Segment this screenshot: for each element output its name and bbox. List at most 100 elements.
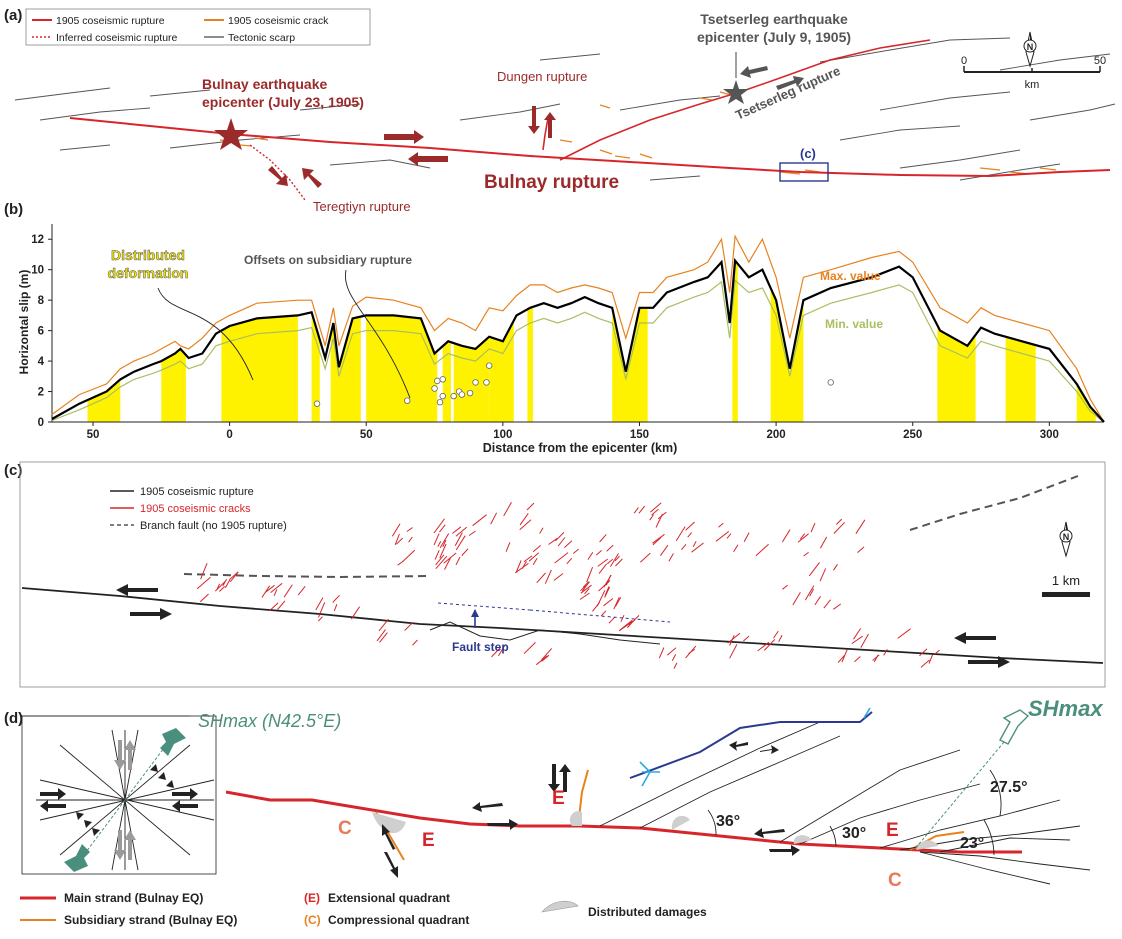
crack-segment — [659, 544, 669, 556]
chart-ylabel: Horizontal slip (m) — [17, 270, 31, 375]
crack-segment — [402, 549, 416, 563]
quadrant-c-1: C — [338, 818, 352, 839]
crack-segment — [729, 644, 738, 659]
crack-segment — [727, 632, 741, 644]
crack-segment — [620, 619, 636, 631]
crack-segment — [715, 531, 730, 542]
crack-segment — [650, 502, 662, 513]
legend-damage-swatch — [541, 900, 579, 913]
annotation-offsets: Offsets on subsidiary rupture — [244, 253, 412, 267]
crack-segment — [803, 551, 809, 557]
distributed-zone — [1022, 341, 1036, 422]
annotation-distributed-1: Distributed — [111, 247, 185, 263]
crack-segment — [333, 604, 338, 611]
subsidiary-point — [485, 362, 493, 369]
crack-segment — [606, 558, 614, 565]
crack-segment — [587, 552, 594, 560]
angle-arcs — [707, 769, 1002, 856]
tsetserleg-rupture-line — [559, 39, 931, 161]
crack-segment — [613, 597, 620, 610]
crack-segment — [541, 648, 553, 661]
distributed-zone — [221, 315, 298, 422]
panel-label-c: (c) — [4, 462, 22, 479]
x-tick-label: 200 — [767, 429, 786, 441]
crack-segment — [200, 563, 208, 580]
y-tick-label: 8 — [38, 295, 45, 307]
crack-segment — [833, 521, 846, 534]
crack-segment — [515, 560, 522, 573]
annotation-max: Max. value — [820, 269, 881, 283]
crack-segment — [497, 643, 506, 657]
scale-start: 0 — [961, 55, 967, 67]
crack-segment — [523, 555, 533, 563]
series-line-1 — [51, 257, 1105, 423]
crack-segment — [609, 553, 619, 567]
crack-segment — [792, 592, 801, 606]
annotation-distributed-2: deformation — [108, 265, 189, 281]
crack-segment — [688, 648, 695, 655]
crack-segment — [379, 632, 388, 643]
angle-30: 30° — [842, 825, 866, 842]
crack-segment — [435, 555, 448, 570]
crack-segment — [461, 548, 469, 556]
crack-segment — [819, 568, 827, 582]
crack-segment — [553, 573, 564, 581]
slip-arrows-d — [382, 741, 800, 878]
y-tick-label: 2 — [38, 387, 44, 399]
crack-segment — [412, 639, 418, 646]
shmax-hollow-arrow — [999, 709, 1030, 745]
subsidiary-point — [404, 397, 411, 404]
bulnay-epicenter-label-2: epicenter (July 23, 1905) — [202, 94, 364, 110]
quadrant-c-2: C — [888, 870, 902, 891]
stress-inset-frame — [21, 715, 217, 875]
distributed-zone — [366, 315, 438, 422]
slip-arrows-c — [116, 584, 1010, 668]
legend-c-rupture: 1905 coseismic rupture — [140, 486, 254, 498]
y-tick-label: 10 — [31, 265, 44, 277]
crack-segment — [729, 635, 735, 646]
crack-segment — [404, 621, 414, 631]
crack-segment — [564, 540, 573, 548]
coseismic-cracks-c — [196, 502, 940, 669]
cyan-splays — [639, 707, 871, 787]
crack-segment — [920, 659, 930, 668]
crack-segment — [853, 628, 862, 640]
crack-segment — [638, 505, 646, 514]
crack-segment — [224, 579, 231, 589]
series-line-2 — [51, 279, 1105, 423]
inset-box-c — [779, 162, 829, 182]
crack-segment — [406, 527, 413, 532]
series-line-0 — [51, 234, 1105, 423]
tectonic-scarps — [14, 37, 1116, 181]
crack-segment — [810, 522, 816, 533]
y-tick-label: 6 — [38, 326, 44, 338]
rosette-arrows-grey — [114, 740, 136, 860]
crack-segment — [743, 635, 750, 642]
legend-damage: Distributed damages — [588, 905, 707, 919]
crack-segment — [799, 533, 806, 540]
legend-crack: 1905 coseismic crack — [228, 15, 329, 27]
crack-segment — [315, 597, 324, 611]
crack-segment — [554, 552, 569, 564]
crack-segment — [633, 507, 639, 514]
crack-segment — [566, 557, 573, 565]
bulnay-rupture-label: Bulnay rupture — [484, 172, 619, 193]
panel-d: (d) SHmax (N42.5°E) — [4, 696, 1103, 927]
distributed-zone — [489, 320, 514, 422]
quadrant-e-3: E — [886, 820, 899, 841]
teregtiyn-rupture-line — [249, 144, 306, 201]
crack-segment — [614, 555, 620, 562]
crack-segment — [378, 618, 389, 632]
crack-segment — [548, 537, 558, 545]
crack-segment — [823, 599, 831, 609]
crack-segment — [934, 649, 940, 655]
crack-segment — [557, 537, 566, 547]
crack-segment — [833, 564, 838, 571]
x-tick-label: 50 — [360, 429, 373, 441]
crack-segment — [532, 545, 542, 553]
legend-ext-code: (E) — [304, 891, 320, 905]
distributed-zone — [330, 316, 361, 422]
north-arrow-c: N — [1059, 521, 1073, 558]
x-tick-label: 0 — [226, 429, 232, 441]
chart-xlabel: Distance from the epicenter (km) — [483, 441, 678, 455]
